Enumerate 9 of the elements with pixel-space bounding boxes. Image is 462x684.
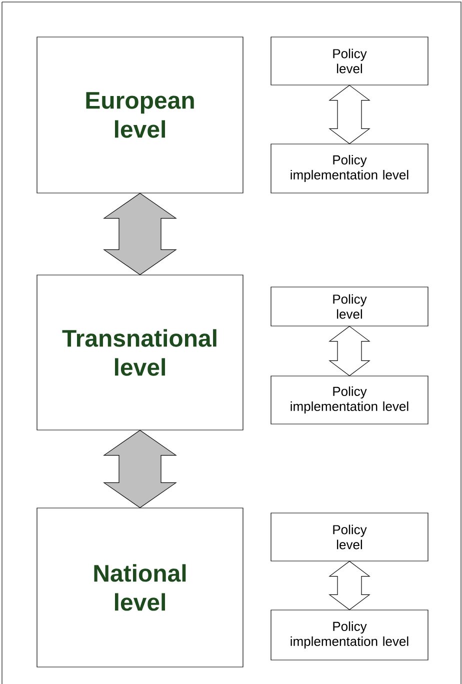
level-box: European level [36, 36, 244, 194]
level-box: Policy level [270, 286, 428, 326]
level-box: Policy implementation level [270, 376, 428, 424]
level-box: Policy implementation level [270, 610, 428, 660]
level-box: Transnational level [36, 274, 244, 430]
level-box: Policy level [270, 512, 428, 562]
level-box: National level [36, 508, 244, 668]
level-box: Policy implementation level [270, 144, 428, 194]
level-box: Policy level [270, 36, 428, 86]
